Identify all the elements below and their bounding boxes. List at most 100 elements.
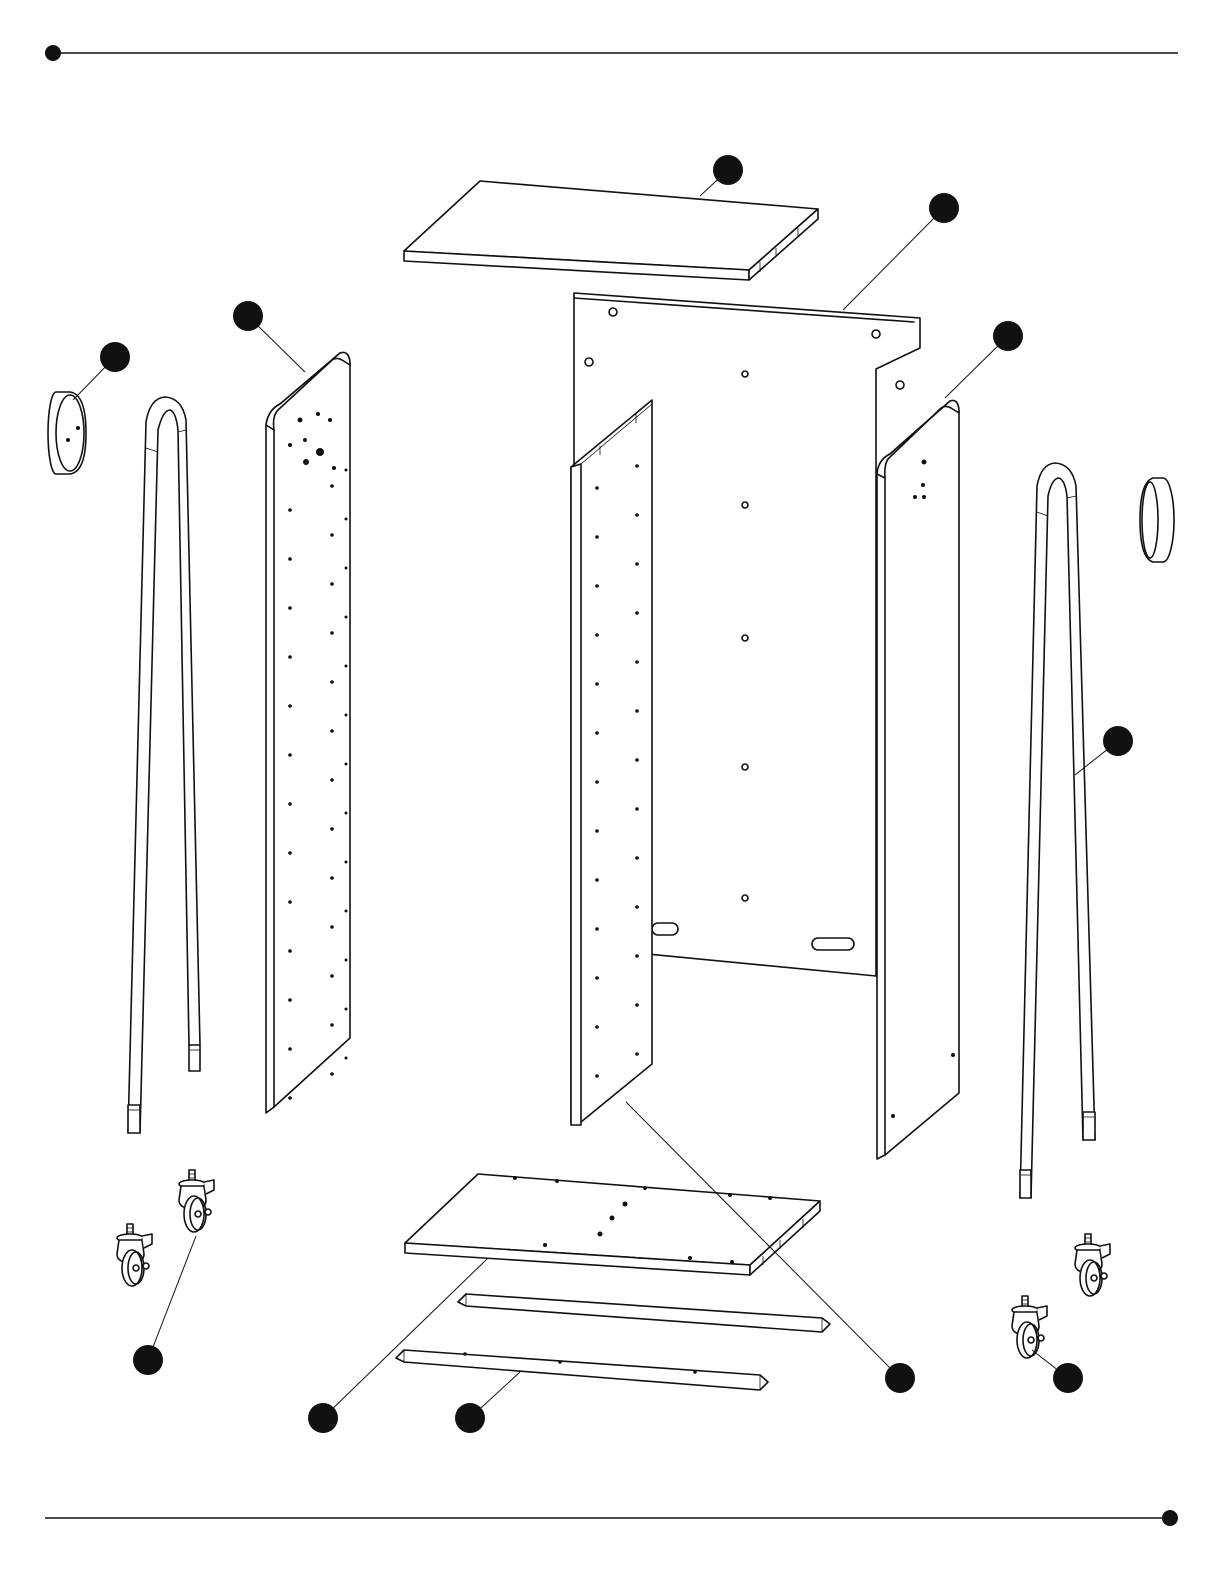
drill-hole (298, 418, 303, 423)
drill-hole (635, 513, 639, 517)
end-cap-right (1140, 478, 1174, 562)
drill-hole (635, 807, 639, 811)
drill-hole (288, 753, 292, 757)
drill-hole (595, 486, 599, 490)
drill-hole (328, 418, 332, 422)
drill-hole (595, 731, 599, 735)
drill-hole (288, 508, 292, 512)
callout-end-cap-left (100, 342, 130, 372)
support-rail-upper (458, 1294, 830, 1332)
drill-hole (635, 1003, 639, 1007)
drill-hole (595, 976, 599, 980)
drill-hole (595, 1074, 599, 1078)
callout-right-side-panel (993, 321, 1023, 351)
casters-right (1012, 1234, 1110, 1358)
drill-hole (316, 448, 324, 456)
drill-hole (288, 949, 292, 953)
right-side-panel (877, 401, 959, 1160)
drill-hole (635, 758, 639, 762)
drill-hole (595, 1025, 599, 1029)
drill-hole (635, 464, 639, 468)
drill-hole (330, 729, 334, 733)
drill-hole (288, 802, 292, 806)
drill-hole (345, 567, 348, 570)
drill-hole (316, 412, 320, 416)
drill-hole (635, 1052, 639, 1056)
callout-support-rail (455, 1403, 485, 1433)
drill-hole (345, 714, 348, 717)
drill-hole (330, 631, 334, 635)
drill-hole (332, 466, 336, 470)
drill-hole (345, 763, 348, 766)
drill-hole (288, 655, 292, 659)
drill-hole (595, 927, 599, 931)
drill-hole (595, 633, 599, 637)
header-rule (45, 45, 1178, 61)
drill-hole (635, 856, 639, 860)
drill-hole (288, 851, 292, 855)
drill-hole (330, 533, 334, 537)
drill-hole (345, 1057, 348, 1060)
callout-casters-left (133, 1345, 163, 1375)
drill-hole (345, 665, 348, 668)
right-frame-tube (1020, 463, 1095, 1198)
drill-hole (345, 616, 348, 619)
left-frame-tube (128, 397, 200, 1133)
end-cap-left (48, 392, 86, 474)
bottom-panel (405, 1174, 820, 1275)
drill-hole (595, 535, 599, 539)
drill-hole (595, 780, 599, 784)
drill-hole (345, 469, 348, 472)
drill-hole (288, 606, 292, 610)
drill-hole (288, 443, 292, 447)
drill-hole (288, 1096, 292, 1100)
drill-hole (635, 709, 639, 713)
drill-hole (345, 812, 348, 815)
drill-hole (595, 584, 599, 588)
drill-hole (345, 518, 348, 521)
drill-hole (635, 954, 639, 958)
drill-hole (288, 998, 292, 1002)
drill-hole (635, 905, 639, 909)
footer-rule (45, 1510, 1178, 1526)
top-panel (404, 181, 818, 280)
drill-hole (288, 557, 292, 561)
callout-casters-right (1053, 1363, 1083, 1393)
callout-top-panel (713, 155, 743, 185)
drill-hole (345, 1008, 348, 1011)
drill-hole (303, 438, 307, 442)
drill-hole (330, 925, 334, 929)
drill-hole (288, 1047, 292, 1051)
drill-hole (330, 680, 334, 684)
callout-right-frame-tube (1103, 726, 1133, 756)
drill-hole (595, 682, 599, 686)
drill-hole (345, 910, 348, 913)
center-divider-panel (571, 400, 652, 1125)
callout-left-side-panel (233, 301, 263, 331)
drill-hole (595, 878, 599, 882)
drill-hole (330, 582, 334, 586)
drill-hole (330, 876, 334, 880)
drill-hole (330, 778, 334, 782)
drill-hole (330, 484, 334, 488)
drill-hole (288, 900, 292, 904)
left-side-panel (266, 353, 350, 1114)
drill-hole (288, 704, 292, 708)
drill-hole (635, 660, 639, 664)
drill-hole (330, 827, 334, 831)
callout-back-panel (929, 193, 959, 223)
drill-hole (595, 829, 599, 833)
drill-hole (330, 1072, 334, 1076)
drill-hole (345, 861, 348, 864)
drill-hole (345, 959, 348, 962)
callout-bottom-panel (308, 1403, 338, 1433)
drill-hole (635, 611, 639, 615)
drill-hole (635, 562, 639, 566)
drill-hole (330, 1023, 334, 1027)
callout-center-divider (885, 1363, 915, 1393)
casters-left (117, 1170, 214, 1286)
drill-hole (330, 974, 334, 978)
support-rail-lower (396, 1350, 768, 1390)
drill-hole (303, 459, 309, 465)
